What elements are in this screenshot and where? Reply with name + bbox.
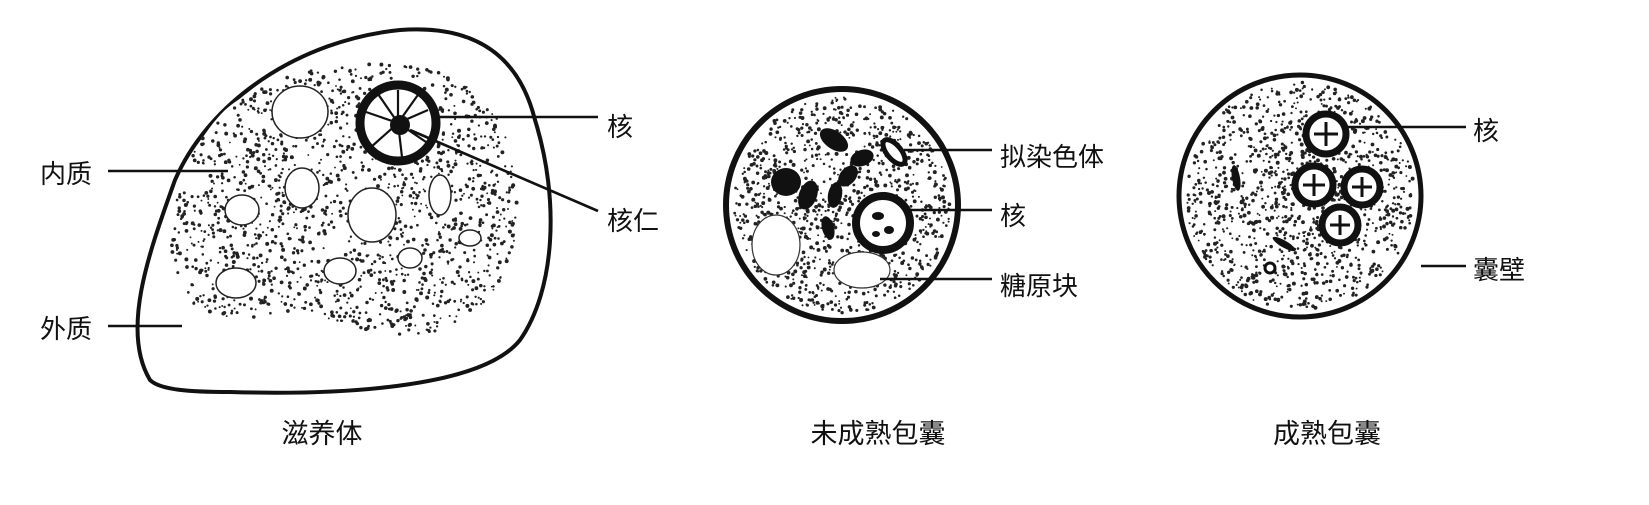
label-chromatoid: 拟染色体 <box>1000 143 1104 173</box>
nucleus-d <box>1318 203 1362 247</box>
mature-cyst-nuclei <box>1291 110 1384 247</box>
label-nucleus-2: 核 <box>1000 202 1026 232</box>
mature-chromatoid-fragments <box>1231 165 1296 275</box>
immature-cyst-figure: 拟染色体 核 糖原块 未成熟包囊 <box>723 86 1104 450</box>
label-nucleus-3: 核 <box>1473 117 1499 147</box>
label-glycogen: 糖原块 <box>1000 272 1078 302</box>
chromatoid-bodies <box>771 128 908 240</box>
nucleus-a <box>1302 110 1350 158</box>
immature-cyst-nucleus <box>852 192 914 254</box>
mature-cyst-figure: 核 囊壁 成熟包囊 <box>1176 72 1525 450</box>
caption-trophozoite: 滋养体 <box>282 419 363 450</box>
label-ectoplasm: 外质 <box>40 315 92 345</box>
label-cyst-wall: 囊壁 <box>1473 256 1525 286</box>
food-vacuoles <box>215 85 482 299</box>
karyosome <box>390 115 410 135</box>
nucleus-b <box>1291 162 1337 208</box>
trophozoite-figure: 核 核仁 内质 外质 滋养体 <box>40 27 659 450</box>
trophozoite-nucleus <box>355 80 441 166</box>
caption-mature-cyst: 成熟包囊 <box>1273 419 1381 450</box>
caption-immature-cyst: 未成熟包囊 <box>811 419 946 450</box>
label-nucleus-1: 核 <box>607 113 633 143</box>
label-karyosome: 核仁 <box>607 207 659 237</box>
leader-line-karyosome <box>409 128 599 213</box>
label-endoplasm: 内质 <box>40 160 92 190</box>
nucleus-c <box>1340 165 1384 209</box>
glycogen-mass <box>751 214 891 289</box>
